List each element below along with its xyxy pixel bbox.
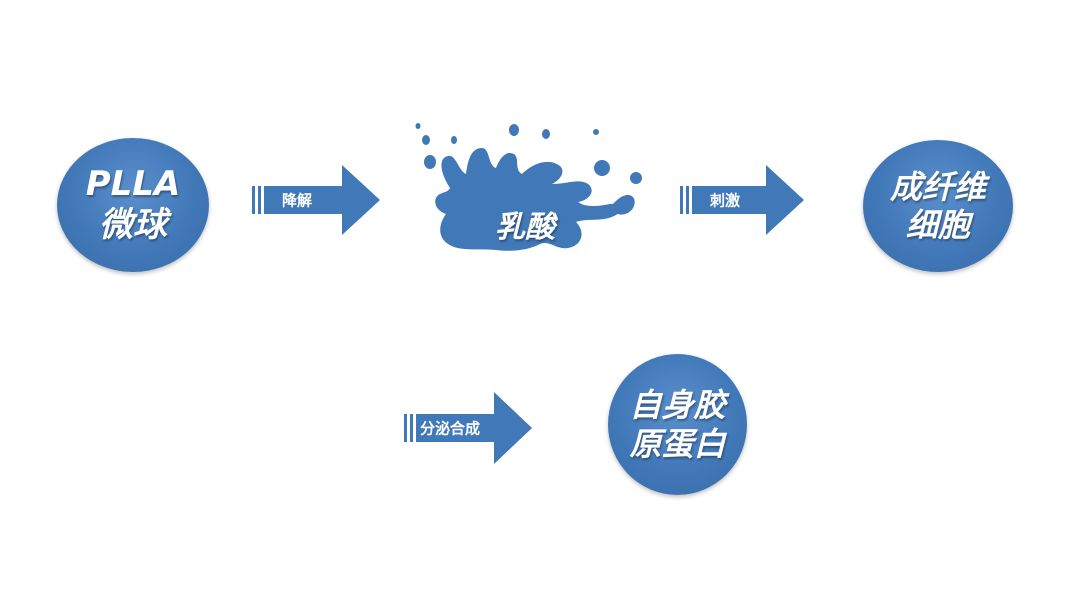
plla-label-line2: 微球: [99, 205, 167, 245]
fibroblast-node: 成纤维 细胞: [863, 140, 1013, 272]
secrete-arrow: 分泌合成: [404, 392, 532, 464]
lactic-acid-splash: [415, 123, 642, 251]
fibroblast-label-line2: 细胞: [905, 206, 970, 244]
secrete-arrow-shape: [404, 392, 532, 464]
degrade-arrow-shape: [252, 165, 380, 235]
degrade-arrow: 降解: [252, 165, 380, 235]
collagen-node: 自身胶 原蛋白: [608, 354, 747, 495]
secrete-arrow-label: 分泌合成: [420, 419, 481, 438]
lactic-acid-label: 乳酸: [495, 210, 555, 245]
stimulate-arrow-shape: [680, 165, 804, 235]
collagen-label-line2: 原蛋白: [629, 424, 726, 463]
stimulate-arrow-label: 刺激: [710, 191, 741, 210]
plla-label-line1: PLLA: [85, 164, 181, 205]
degrade-arrow-label: 降解: [282, 191, 313, 210]
stimulate-arrow: 刺激: [680, 165, 804, 235]
fibroblast-label-line1: 成纤维: [889, 167, 986, 206]
plla-microsphere-node: PLLA 微球: [57, 138, 209, 272]
collagen-label-line1: 自身胶: [629, 386, 726, 425]
